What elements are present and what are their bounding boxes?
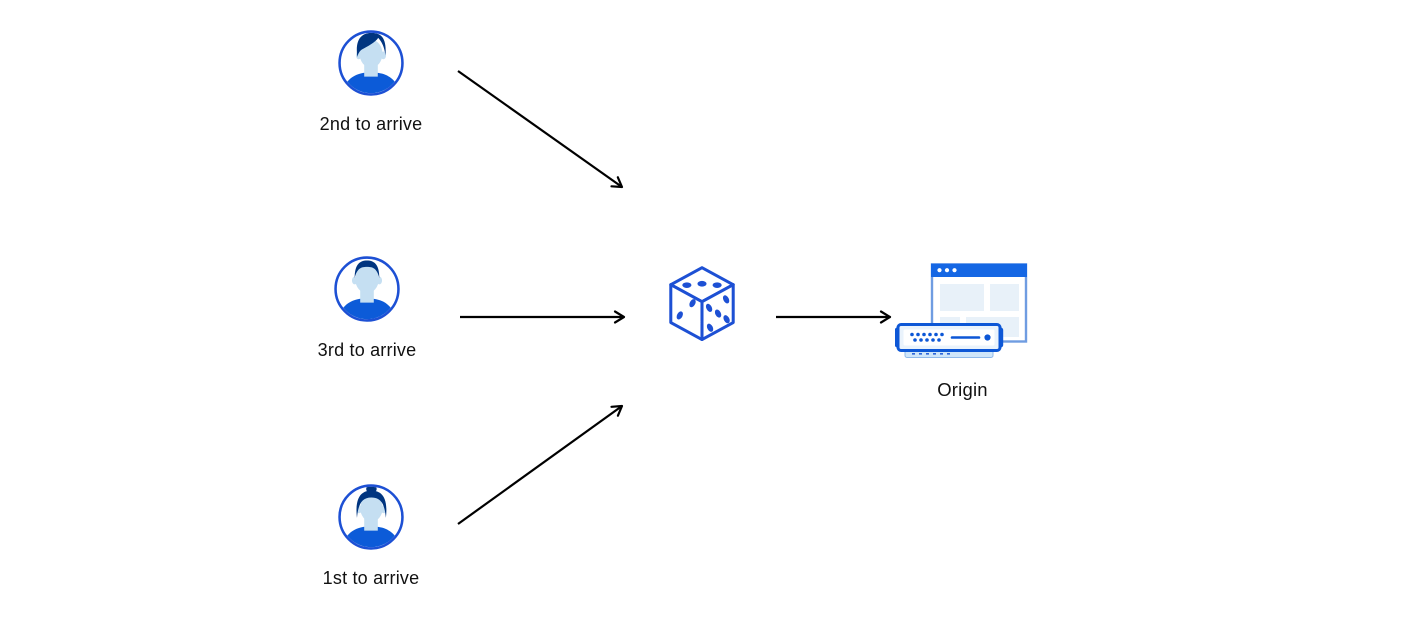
origin-node: Origin: [895, 263, 1030, 401]
origin-label: Origin: [937, 379, 988, 400]
arrow-client1st-to-dice: [457, 404, 624, 525]
client-node-2nd: 2nd to arrive: [301, 29, 441, 135]
client-node-1st: 1st to arrive: [301, 483, 441, 589]
origin-server-icon: [895, 263, 1028, 358]
arrow-client2nd-to-dice: [457, 70, 624, 189]
user-man-wavy-avatar-icon: [338, 30, 404, 96]
user-man-short-avatar-icon: [334, 256, 400, 322]
client-label: 1st to arrive: [322, 568, 420, 588]
randomizer-node: [663, 262, 741, 349]
client-label: 2nd to arrive: [319, 114, 423, 134]
client-label: 3rd to arrive: [317, 340, 417, 360]
user-woman-bun-avatar-icon: [338, 484, 404, 550]
dice-icon: [669, 266, 735, 342]
server-icon: [895, 323, 1004, 358]
client-node-3rd: 3rd to arrive: [297, 255, 437, 361]
